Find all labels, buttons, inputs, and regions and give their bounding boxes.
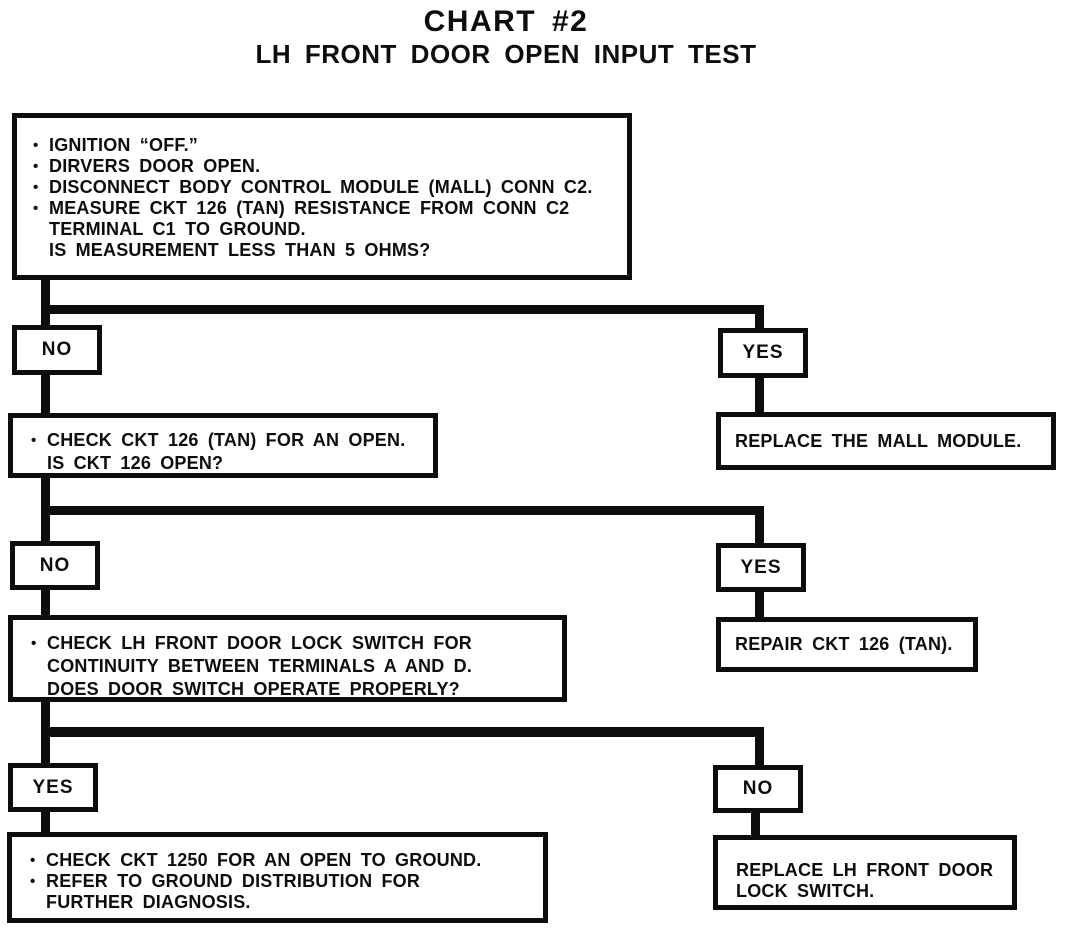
instruction-line: • CHECK CKT 1250 FOR AN OPEN TO GROUND. — [30, 850, 537, 871]
instruction-line: IS CKT 126 OPEN? — [31, 452, 427, 475]
connector-branch2-horizontal — [41, 506, 764, 515]
chart-title: CHART #2 LH FRONT DOOR OPEN INPUT TEST — [0, 5, 1012, 69]
instruction-text: CHECK CKT 126 (TAN) FOR AN OPEN. — [47, 430, 406, 450]
connector-branch2-to-yes2 — [755, 506, 764, 544]
branch1-yes-label: YES — [718, 328, 808, 378]
bullet-icon: • — [30, 873, 36, 890]
instruction-text: CHECK CKT 1250 FOR AN OPEN TO GROUND. — [46, 850, 482, 870]
branch-label-text: NO — [41, 339, 73, 360]
bullet-icon: • — [33, 158, 39, 175]
branch3-yes-label: YES — [8, 763, 98, 812]
branch2-no-label: NO — [10, 541, 100, 590]
chart-title-line1: CHART #2 — [423, 5, 589, 38]
connector-branch3-to-no3 — [755, 727, 764, 766]
bullet-icon: • — [31, 432, 37, 449]
bullet-icon: • — [33, 137, 39, 154]
bullet-icon: • — [33, 179, 39, 196]
bullet-icon: • — [33, 200, 39, 217]
node-check-door-lock-switch: • CHECK LH FRONT DOOR LOCK SWITCH FOR CON… — [8, 615, 567, 702]
connector-branch1-horizontal — [41, 305, 764, 314]
node-replace-mall-module: REPLACE THE MALL MODULE. — [716, 412, 1056, 470]
action-text: LOCK SWITCH. — [736, 881, 875, 901]
action-text: REPAIR CKT 126 (TAN). — [735, 634, 953, 654]
instruction-line: TERMINAL C1 TO GROUND. — [33, 219, 621, 240]
node-check-ckt126: • CHECK CKT 126 (TAN) FOR AN OPEN. IS CKT… — [8, 413, 438, 478]
connector-yes1-to-replace-mall — [755, 378, 764, 413]
connector-yes2-to-repair126 — [755, 592, 764, 618]
node-repair-ckt126: REPAIR CKT 126 (TAN). — [716, 617, 978, 672]
instruction-text: IS CKT 126 OPEN? — [47, 453, 224, 473]
instruction-text: IGNITION “OFF.” — [49, 135, 198, 155]
branch-label-text: NO — [742, 778, 774, 799]
instruction-text: MEASURE CKT 126 (TAN) RESISTANCE FROM CO… — [49, 198, 570, 218]
connector-no2-to-check-switch — [41, 590, 50, 616]
instruction-line: • DISCONNECT BODY CONTROL MODULE (MALL) C… — [33, 177, 621, 198]
connector-no3-to-replace-switch — [751, 813, 760, 836]
branch3-no-label: NO — [713, 765, 803, 813]
instruction-line: • CHECK LH FRONT DOOR LOCK SWITCH FOR — [31, 632, 556, 655]
node-start-instructions: • IGNITION “OFF.” • DIRVERS DOOR OPEN. • DI… — [12, 113, 632, 280]
branch-label-text: YES — [32, 776, 74, 798]
branch2-yes-label: YES — [716, 543, 806, 592]
instruction-line: CONTINUITY BETWEEN TERMINALS A AND D. — [31, 655, 556, 678]
instruction-line: • IGNITION “OFF.” — [33, 135, 621, 156]
bullet-icon: • — [31, 635, 37, 652]
node-replace-door-lock-switch: REPLACE LH FRONT DOOR LOCK SWITCH. — [713, 835, 1017, 910]
branch1-no-label: NO — [12, 325, 102, 375]
bullet-icon: • — [30, 852, 36, 869]
instruction-text: FURTHER DIAGNOSIS. — [46, 892, 251, 912]
instruction-line: • REFER TO GROUND DISTRIBUTION FOR — [30, 871, 537, 892]
instruction-text: DIRVERS DOOR OPEN. — [49, 156, 261, 176]
branch-label-text: YES — [742, 342, 784, 363]
instruction-line: DOES DOOR SWITCH OPERATE PROPERLY? — [31, 678, 556, 701]
instruction-line: • CHECK CKT 126 (TAN) FOR AN OPEN. — [31, 429, 427, 452]
instruction-line: FURTHER DIAGNOSIS. — [30, 892, 537, 913]
branch-label-text: YES — [740, 556, 782, 578]
connector-branch1-to-yes1 — [755, 305, 764, 329]
branch-label-text: NO — [39, 554, 71, 576]
instruction-text: REFER TO GROUND DISTRIBUTION FOR — [46, 871, 421, 891]
instruction-text: CHECK LH FRONT DOOR LOCK SWITCH FOR — [47, 633, 472, 653]
instruction-text: DISCONNECT BODY CONTROL MODULE (MALL) CO… — [49, 177, 593, 197]
connector-start-to-branch1 — [41, 280, 50, 326]
instruction-text: IS MEASUREMENT LESS THAN 5 OHMS? — [49, 240, 431, 260]
instruction-text: CONTINUITY BETWEEN TERMINALS A AND D. — [47, 656, 473, 676]
instruction-line: • MEASURE CKT 126 (TAN) RESISTANCE FROM C… — [33, 198, 621, 219]
instruction-text: DOES DOOR SWITCH OPERATE PROPERLY? — [47, 679, 460, 699]
chart-title-line2: LH FRONT DOOR OPEN INPUT TEST — [255, 39, 757, 69]
connector-yes3-to-check1250 — [41, 812, 50, 833]
instruction-line: • DIRVERS DOOR OPEN. — [33, 156, 621, 177]
instruction-text: TERMINAL C1 TO GROUND. — [49, 219, 306, 239]
connector-no1-to-check126 — [41, 375, 50, 414]
connector-branch3-horizontal — [41, 727, 764, 737]
instruction-line: IS MEASUREMENT LESS THAN 5 OHMS? — [33, 240, 621, 261]
action-text: REPLACE LH FRONT DOOR — [736, 860, 994, 880]
node-check-ckt1250: • CHECK CKT 1250 FOR AN OPEN TO GROUND. •… — [7, 832, 548, 923]
action-text: REPLACE THE MALL MODULE. — [735, 430, 1022, 451]
